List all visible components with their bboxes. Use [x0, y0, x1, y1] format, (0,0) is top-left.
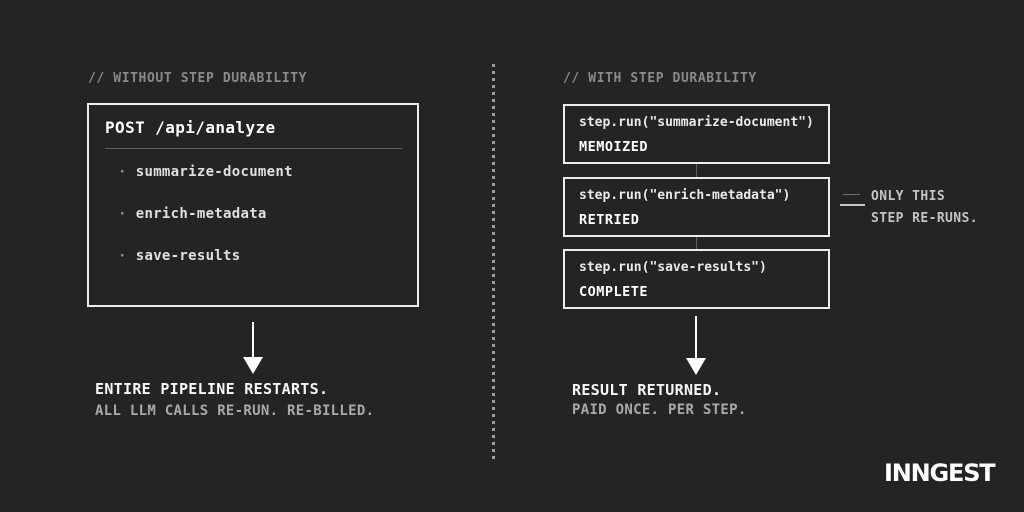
- step-connector-line: [696, 237, 697, 249]
- arrow-down-icon: [252, 322, 254, 358]
- pipeline-step-label: summarize-document: [135, 164, 293, 180]
- step-status-badge: MEMOIZED: [579, 139, 649, 155]
- bullet-icon: ·: [118, 206, 127, 222]
- right-panel-header: // WITH STEP DURABILITY: [563, 71, 757, 86]
- callout-text-line1: ONLY THIS: [871, 189, 946, 204]
- right-result-title: RESULT RETURNED.: [572, 381, 722, 399]
- pipeline-step-item: · save-results: [118, 247, 240, 265]
- left-result-title: ENTIRE PIPELINE RESTARTS.: [95, 380, 329, 398]
- arrow-down-icon: [695, 316, 697, 358]
- pipeline-step-item: · enrich-metadata: [118, 205, 267, 223]
- right-result-subtitle: PAID ONCE. PER STEP.: [572, 402, 747, 418]
- bullet-icon: ·: [118, 248, 127, 264]
- request-box-title: POST /api/analyze: [105, 118, 276, 137]
- step-status-badge: COMPLETE: [579, 284, 649, 300]
- arrow-down-icon: [686, 358, 706, 375]
- left-result-subtitle: ALL LLM CALLS RE-RUN. RE-BILLED.: [95, 403, 375, 419]
- callout-text-line2: STEP RE-RUNS.: [871, 211, 978, 226]
- step-connector-line: [696, 164, 697, 177]
- step-run-box-save: step.run("save-results") COMPLETE: [563, 249, 830, 309]
- step-code: step.run("summarize-document"): [579, 115, 814, 130]
- pipeline-step-label: save-results: [135, 248, 241, 264]
- pipeline-step-item: · summarize-document: [118, 163, 293, 181]
- dotted-vertical-divider: [492, 64, 495, 463]
- step-run-box-enrich: step.run("enrich-metadata") RETRIED: [563, 177, 830, 237]
- step-run-box-summarize: step.run("summarize-document") MEMOIZED: [563, 104, 830, 164]
- left-panel-header: // WITHOUT STEP DURABILITY: [88, 71, 308, 86]
- request-box-divider: [105, 148, 402, 149]
- step-code: step.run("save-results"): [579, 260, 767, 275]
- bullet-icon: ·: [118, 164, 127, 180]
- request-pipeline-box: POST /api/analyze · summarize-document ·…: [87, 103, 419, 307]
- inngest-logo: INNGEST: [884, 459, 996, 487]
- step-status-badge: RETRIED: [579, 212, 640, 228]
- callout-connector-dash: [843, 194, 860, 195]
- step-code: step.run("enrich-metadata"): [579, 188, 791, 203]
- pipeline-step-label: enrich-metadata: [135, 206, 267, 222]
- callout-connector-dash: [840, 204, 865, 206]
- arrow-down-icon: [243, 357, 263, 374]
